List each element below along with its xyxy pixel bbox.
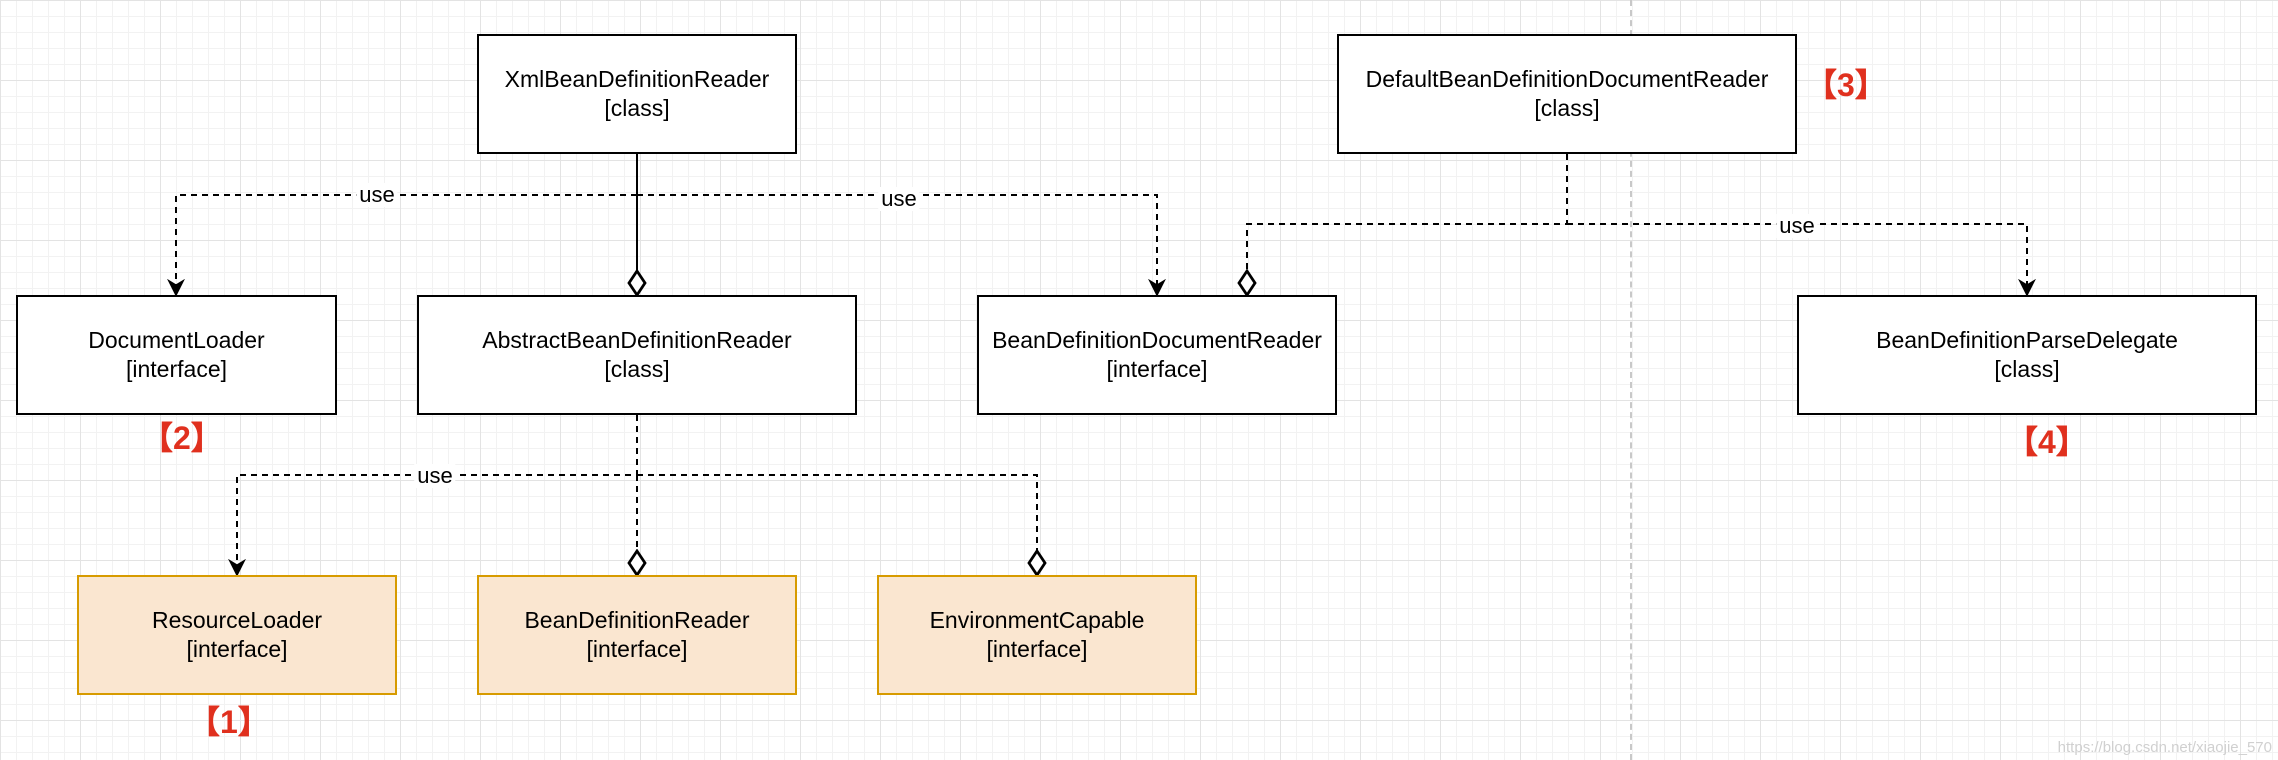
edge-xml-use-bdd-reader [637, 194, 1166, 297]
node-document-loader[interactable]: DocumentLoader [interface] [16, 295, 337, 415]
node-name: BeanDefinitionReader [524, 607, 750, 633]
node-kind: [class] [1994, 356, 2060, 382]
edge-xml-use-document-loader [167, 194, 637, 297]
edge-label-use: use [1776, 214, 1818, 238]
node-name: DocumentLoader [88, 327, 265, 353]
node-kind: [class] [1534, 95, 1600, 121]
node-name: AbstractBeanDefinitionReader [482, 327, 792, 353]
node-abstract-bean-definition-reader[interactable]: AbstractBeanDefinitionReader [class] [417, 295, 857, 415]
edge-abstract-use-resource-loader [228, 415, 638, 577]
edge-default-use-parse-delegate [1567, 223, 2036, 297]
page-divider [1630, 0, 1632, 760]
marker-4: 【4】 [2006, 424, 2088, 460]
node-kind: [interface] [186, 636, 288, 662]
node-bean-definition-reader[interactable]: BeanDefinitionReader [interface] [477, 575, 797, 695]
node-kind: [class] [604, 95, 670, 121]
edge-label-use: use [356, 183, 398, 207]
watermark: https://blog.csdn.net/xiaojie_570 [2057, 739, 2272, 756]
node-name: BeanDefinitionDocumentReader [992, 327, 1322, 353]
edge-default-to-bdd-reader [1247, 154, 1568, 295]
node-name: XmlBeanDefinitionReader [504, 66, 770, 92]
node-name: ResourceLoader [151, 607, 323, 633]
node-name: BeanDefinitionParseDelegate [1876, 327, 2178, 353]
edge-abstract-to-environment-capable [637, 474, 1037, 575]
node-bean-definition-document-reader[interactable]: BeanDefinitionDocumentReader [interface] [977, 295, 1337, 415]
node-bean-definition-parse-delegate[interactable]: BeanDefinitionParseDelegate [class] [1797, 295, 2257, 415]
node-default-bean-definition-document-reader[interactable]: DefaultBeanDefinitionDocumentReader [cla… [1337, 34, 1797, 154]
node-kind: [interface] [986, 636, 1088, 662]
node-kind: [class] [604, 356, 670, 382]
node-xml-bean-definition-reader[interactable]: XmlBeanDefinitionReader [class] [477, 34, 797, 154]
node-resource-loader[interactable]: ResourceLoader [interface] [77, 575, 397, 695]
node-name: EnvironmentCapable [929, 607, 1145, 633]
edge-label-use: use [878, 187, 920, 211]
node-environment-capable[interactable]: EnvironmentCapable [interface] [877, 575, 1197, 695]
edge-label-use: use [414, 464, 456, 488]
marker-2: 【2】 [141, 420, 223, 456]
node-kind: [interface] [126, 356, 227, 382]
node-kind: [interface] [1106, 356, 1208, 382]
marker-3: 【3】 [1805, 67, 1887, 103]
node-kind: [interface] [586, 636, 688, 662]
node-name: DefaultBeanDefinitionDocumentReader [1365, 66, 1769, 92]
marker-1: 【1】 [188, 704, 270, 740]
